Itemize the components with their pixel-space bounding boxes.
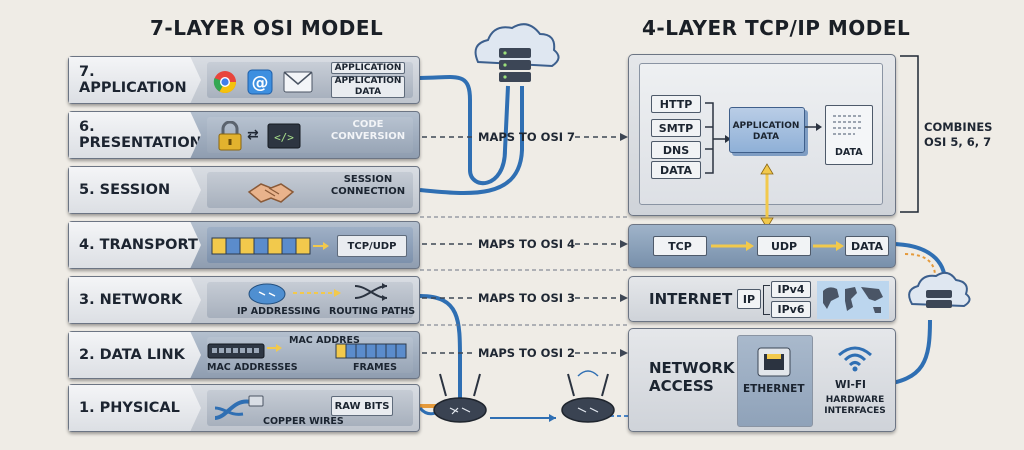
- svg-text:</>: </>: [274, 131, 294, 144]
- application-data-chip: APPLICATION DATA: [331, 76, 405, 98]
- osi-layer-label: 2. DATA LINK: [69, 332, 201, 378]
- ip-addressing-caption: IP ADDRESSING: [237, 306, 321, 317]
- wifi-label: WI-FI: [835, 379, 866, 391]
- combines-note: COMBINES OSI 5, 6, 7: [924, 120, 993, 149]
- routing-paths-caption: ROUTING PATHS: [329, 306, 416, 317]
- bracket-arrow-icon: [705, 102, 731, 174]
- osi-layer-label: 4. TRANSPORT: [69, 222, 201, 268]
- tcp-udp-chip: TCP/UDP: [337, 235, 407, 257]
- arrow-right-icon: [711, 241, 754, 251]
- code-conversion-caption: CODE CONVERSION: [330, 119, 406, 142]
- arrow-right-icon: [805, 123, 822, 131]
- copper-wires-caption: COPPER WIRES: [263, 416, 344, 427]
- application-data-label: APPLICATION DATA: [732, 121, 800, 142]
- osi-layer-label: 5. SESSION: [69, 167, 201, 213]
- ipv6-chip: IPv6: [771, 301, 811, 318]
- network-access-title: NETWORK ACCESS: [649, 359, 735, 395]
- text-lines-icon: [833, 115, 863, 135]
- envelope-icon: [283, 71, 313, 93]
- osi-layer-6[interactable]: 6. PRESENTATION ⇄ </> CODE CONVERSION: [68, 111, 420, 159]
- code-window-icon: </>: [267, 123, 301, 149]
- tcpip-transport-layer[interactable]: TCP UDP DATA: [628, 224, 896, 268]
- tcpip-internet-layer[interactable]: INTERNET IP IPv4 IPv6: [628, 276, 896, 322]
- segments-icon: [211, 237, 329, 255]
- map-label-osi-2: MAPS TO OSI 2: [478, 346, 576, 360]
- cloud-server-right-icon: [908, 271, 971, 308]
- tcpip-title: 4-LAYER TCP/IP MODEL: [642, 16, 911, 40]
- world-map-icon: [817, 281, 889, 319]
- osi-layer-1[interactable]: 1. PHYSICAL RAW BITS COPPER WIRES: [68, 384, 420, 432]
- router-icon-left: [433, 373, 487, 423]
- session-connection-caption: SESSION CONNECTION: [330, 174, 406, 197]
- map-label-osi-3: MAPS TO OSI 3: [478, 291, 576, 305]
- osi-layer-body: SESSION CONNECTION: [207, 172, 413, 208]
- data-chip: DATA: [845, 236, 889, 256]
- data-chip: DATA: [651, 161, 701, 179]
- ipv4-chip: IPv4: [771, 281, 811, 298]
- tcpip-network-access-layer[interactable]: NETWORK ACCESS ETHERNET WI-FI HARDWARE I…: [628, 328, 896, 432]
- data-document: [825, 105, 873, 165]
- osi-layer-body: @ APPLICATION APPLICATION DATA: [207, 62, 413, 98]
- arrow-right-icon: [267, 344, 282, 352]
- dashed-arrow-icon: [293, 289, 341, 297]
- switch-icon: [207, 343, 265, 359]
- swap-arrows-icon: ⇄: [247, 127, 259, 143]
- osi-layer-label: 6. PRESENTATION: [69, 112, 201, 158]
- mac-addres-caption: MAC ADDRES: [289, 335, 360, 346]
- application-data-document: [729, 107, 805, 153]
- map-label-osi-7: MAPS TO OSI 7: [478, 130, 576, 144]
- yellow-double-arrow-icon: [760, 163, 774, 229]
- raw-bits-chip: RAW BITS: [331, 396, 393, 416]
- application-chip: APPLICATION: [331, 62, 405, 74]
- frames-caption: FRAMES: [353, 362, 397, 373]
- osi-layer-5[interactable]: 5. SESSION SESSION CONNECTION: [68, 166, 420, 214]
- svg-text:@: @: [252, 73, 269, 93]
- cloud-server-icon: [474, 23, 560, 82]
- mac-addresses-caption: MAC ADDRESSES: [207, 362, 298, 373]
- ethernet-port-icon: [757, 347, 791, 377]
- ethernet-label: ETHERNET: [743, 383, 805, 395]
- data-document-label: DATA: [835, 147, 863, 158]
- osi-layer-3[interactable]: 3. NETWORK IP ADDRESSING ROUTING PATHS: [68, 276, 420, 324]
- osi-layer-body: ⇄ </> CODE CONVERSION: [207, 117, 413, 153]
- hardware-interfaces-label: HARDWARE INTERFACES: [824, 395, 886, 416]
- osi-layer-7[interactable]: 7. APPLICATION @ APPLICATION APPLICATION…: [68, 56, 420, 104]
- handshake-icon: [247, 183, 295, 203]
- osi-layer-2[interactable]: 2. DATA LINK MAC ADDRES MAC ADDRESSES FR…: [68, 331, 420, 379]
- router-icon-right: [561, 370, 615, 423]
- frames-icon: [335, 343, 407, 359]
- osi-layer-4[interactable]: 4. TRANSPORT TCP/UDP: [68, 221, 420, 269]
- chrome-icon: [213, 71, 236, 93]
- ip-chip: IP: [737, 289, 761, 309]
- lock-icon: [218, 121, 242, 151]
- osi-layer-label: 7. APPLICATION: [69, 57, 201, 103]
- osi-layer-body: MAC ADDRES MAC ADDRESSES FRAMES: [207, 335, 413, 373]
- map-label-osi-4: MAPS TO OSI 4: [478, 237, 576, 251]
- at-sign-icon: @: [247, 69, 273, 95]
- http-chip: HTTP: [651, 95, 701, 113]
- wifi-icon: [838, 346, 872, 372]
- osi-layer-body: TCP/UDP: [207, 227, 413, 263]
- ethernet-cable-icon: [214, 395, 264, 420]
- osi-title: 7-LAYER OSI MODEL: [150, 16, 384, 40]
- tcp-chip: TCP: [653, 236, 707, 256]
- router-icon: [248, 283, 286, 305]
- dns-chip: DNS: [651, 141, 701, 159]
- osi-layer-label: 1. PHYSICAL: [69, 385, 201, 431]
- tcpip-application-layer[interactable]: HTTP SMTP DNS DATA APPLICATION DATA DATA: [628, 54, 896, 216]
- udp-chip: UDP: [757, 236, 811, 256]
- smtp-chip: SMTP: [651, 119, 701, 137]
- internet-title: INTERNET: [649, 290, 733, 308]
- osi-layer-body: IP ADDRESSING ROUTING PATHS: [207, 282, 416, 318]
- osi-layer-body: RAW BITS COPPER WIRES: [207, 390, 413, 427]
- osi-layer-label: 3. NETWORK: [69, 277, 201, 323]
- routing-arrows-icon: [354, 283, 388, 301]
- arrow-right-icon: [813, 241, 844, 251]
- ip-version-bracket: [763, 285, 770, 315]
